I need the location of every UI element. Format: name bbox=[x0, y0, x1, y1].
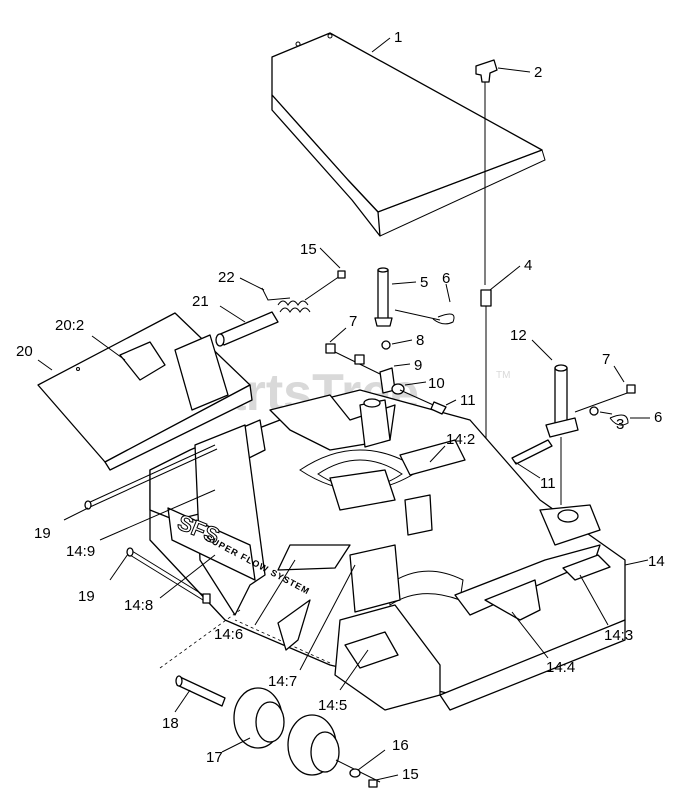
part-knob[interactable] bbox=[475, 59, 498, 550]
callout-7[interactable]: 7 bbox=[602, 351, 610, 368]
decal-14-5 bbox=[344, 631, 399, 669]
callout-14-2[interactable]: 14:2 bbox=[446, 431, 475, 448]
decal-14-2 bbox=[399, 439, 466, 476]
callout-14-7[interactable]: 14:7 bbox=[268, 673, 297, 690]
callout-14-3[interactable]: 14:3 bbox=[604, 627, 633, 644]
callout-17[interactable]: 17 bbox=[206, 749, 223, 766]
callout-19[interactable]: 19 bbox=[78, 588, 95, 605]
callout-labels: 1 2 15 22 5 6 4 21 20:2 7 8 12 7 20 9 10… bbox=[16, 29, 665, 783]
part-pin-12[interactable] bbox=[511, 364, 636, 505]
callout-6[interactable]: 6 bbox=[442, 270, 450, 287]
callout-14-4[interactable]: 14:4 bbox=[546, 659, 575, 676]
part-deflector[interactable] bbox=[37, 312, 253, 471]
callout-18[interactable]: 18 bbox=[162, 715, 179, 732]
part-spring-assembly[interactable] bbox=[215, 270, 346, 347]
callout-14-6[interactable]: 14:6 bbox=[214, 626, 243, 643]
callout-4[interactable]: 4 bbox=[524, 257, 532, 274]
part-blade-14-7[interactable] bbox=[277, 599, 311, 651]
part-bolts-19[interactable] bbox=[84, 444, 218, 604]
callout-10[interactable]: 10 bbox=[428, 375, 445, 392]
callout-16[interactable]: 16 bbox=[392, 737, 409, 754]
part-wheel-assembly[interactable] bbox=[159, 609, 381, 788]
part-bolt-set[interactable] bbox=[325, 343, 447, 415]
callout-19[interactable]: 19 bbox=[34, 525, 51, 542]
callout-3[interactable]: 3 bbox=[616, 416, 624, 433]
callout-21[interactable]: 21 bbox=[192, 293, 209, 310]
callout-14-8[interactable]: 14:8 bbox=[124, 597, 153, 614]
callout-14[interactable]: 14 bbox=[648, 553, 665, 570]
callout-15[interactable]: 15 bbox=[300, 241, 317, 258]
callout-2[interactable]: 2 bbox=[534, 64, 542, 81]
callout-11[interactable]: 11 bbox=[540, 475, 556, 492]
decal-14-6 bbox=[277, 544, 351, 571]
callout-22[interactable]: 22 bbox=[218, 269, 235, 286]
part-pin-5[interactable] bbox=[374, 267, 455, 350]
callout-20[interactable]: 20 bbox=[16, 343, 33, 360]
callout-5[interactable]: 5 bbox=[420, 274, 428, 291]
callout-14-9[interactable]: 14:9 bbox=[66, 543, 95, 560]
decal-14-3 bbox=[562, 554, 611, 581]
callout-1[interactable]: 1 bbox=[394, 29, 402, 46]
callout-7[interactable]: 7 bbox=[349, 313, 357, 330]
part-cover[interactable] bbox=[271, 32, 546, 237]
callout-14-5[interactable]: 14:5 bbox=[318, 697, 347, 714]
callout-12[interactable]: 12 bbox=[510, 327, 527, 344]
callout-20-2[interactable]: 20:2 bbox=[55, 317, 84, 334]
leader-lines bbox=[37, 37, 650, 781]
part-deck[interactable] bbox=[149, 389, 626, 711]
watermark-trademark: TM bbox=[496, 370, 510, 381]
callout-15[interactable]: 15 bbox=[402, 766, 419, 783]
callout-11[interactable]: 11 bbox=[460, 392, 476, 409]
callout-9[interactable]: 9 bbox=[414, 357, 422, 374]
callout-6[interactable]: 6 bbox=[654, 409, 662, 426]
callout-8[interactable]: 8 bbox=[416, 332, 424, 349]
